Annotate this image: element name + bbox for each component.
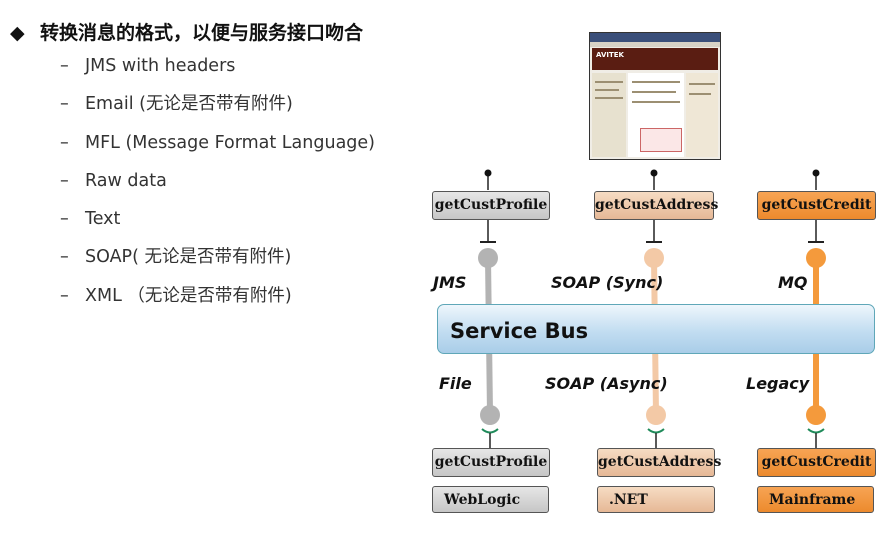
browser-toolbar (590, 42, 720, 47)
dash-bullet-icon: – (60, 132, 69, 153)
format-label: SOAP( 无论是否带有附件) (85, 247, 292, 268)
site-banner (592, 48, 718, 70)
protocol-label-jms: JMS (433, 273, 467, 292)
format-label: Raw data (85, 170, 167, 191)
text-line (595, 81, 623, 83)
text-line (595, 97, 623, 99)
site-sidebar (592, 73, 626, 157)
text-line (595, 89, 619, 91)
service-bottom-getcustaddress: getCustAddress (597, 448, 721, 477)
protocol-label-soap-async: SOAP (Async) (545, 374, 668, 393)
protocol-label-file: File (439, 374, 472, 393)
text-line (632, 101, 680, 103)
client-app-screenshot: AVITEK (589, 32, 721, 160)
text-line (689, 93, 711, 95)
service-bottom-getcustprofile: getCustProfile (432, 448, 550, 477)
dash-bullet-icon: – (60, 209, 69, 230)
service-bottom-getcustcredit: getCustCredit (757, 448, 876, 477)
list-item: –MFL (Message Format Language) (60, 131, 375, 169)
text-line (632, 91, 676, 93)
text-line (689, 83, 715, 85)
list-item: –XML （无论是否带有附件) (60, 284, 375, 322)
platform-weblogic: WebLogic (432, 486, 549, 513)
platform-dotnet: .NET (597, 486, 715, 513)
diamond-bullet-icon: ◆ (10, 22, 25, 44)
list-item: –SOAP( 无论是否带有附件) (60, 245, 375, 283)
list-item: –Text (60, 207, 375, 245)
text-line (632, 81, 680, 83)
site-logo: AVITEK (596, 51, 624, 59)
slide-title: ◆ 转换消息的格式，以便与服务接口吻合 (10, 18, 363, 45)
list-item: –Email (无论是否带有附件) (60, 92, 375, 130)
format-label: Email (无论是否带有附件) (85, 94, 293, 115)
format-label: Text (85, 209, 121, 230)
dash-bullet-icon: – (60, 56, 69, 76)
platform-mainframe: Mainframe (757, 486, 874, 513)
format-list: –JMS with headers –Email (无论是否带有附件) –MFL… (60, 54, 375, 322)
service-bus: Service Bus (437, 304, 875, 354)
dash-bullet-icon: – (60, 247, 69, 268)
service-top-getcustprofile: getCustProfile (432, 191, 550, 220)
service-bus-label: Service Bus (450, 319, 589, 343)
site-right-panel (686, 73, 718, 157)
list-item: –Raw data (60, 169, 375, 207)
dash-bullet-icon: – (60, 94, 69, 115)
service-top-getcustcredit: getCustCredit (757, 191, 876, 220)
list-item: –JMS with headers (60, 54, 375, 92)
format-label: JMS with headers (85, 56, 236, 76)
protocol-label-mq: MQ (778, 273, 808, 292)
format-label: MFL (Message Format Language) (85, 132, 375, 153)
mini-chart (640, 128, 682, 152)
service-top-getcustaddress: getCustAddress (594, 191, 718, 220)
dash-bullet-icon: – (60, 285, 69, 306)
slide-title-text: 转换消息的格式，以便与服务接口吻合 (40, 22, 364, 44)
protocol-label-soap-sync: SOAP (Sync) (551, 273, 664, 292)
protocol-label-legacy: Legacy (746, 374, 810, 393)
dash-bullet-icon: – (60, 170, 69, 191)
window-titlebar (590, 33, 720, 42)
format-label: XML （无论是否带有附件) (85, 285, 292, 306)
